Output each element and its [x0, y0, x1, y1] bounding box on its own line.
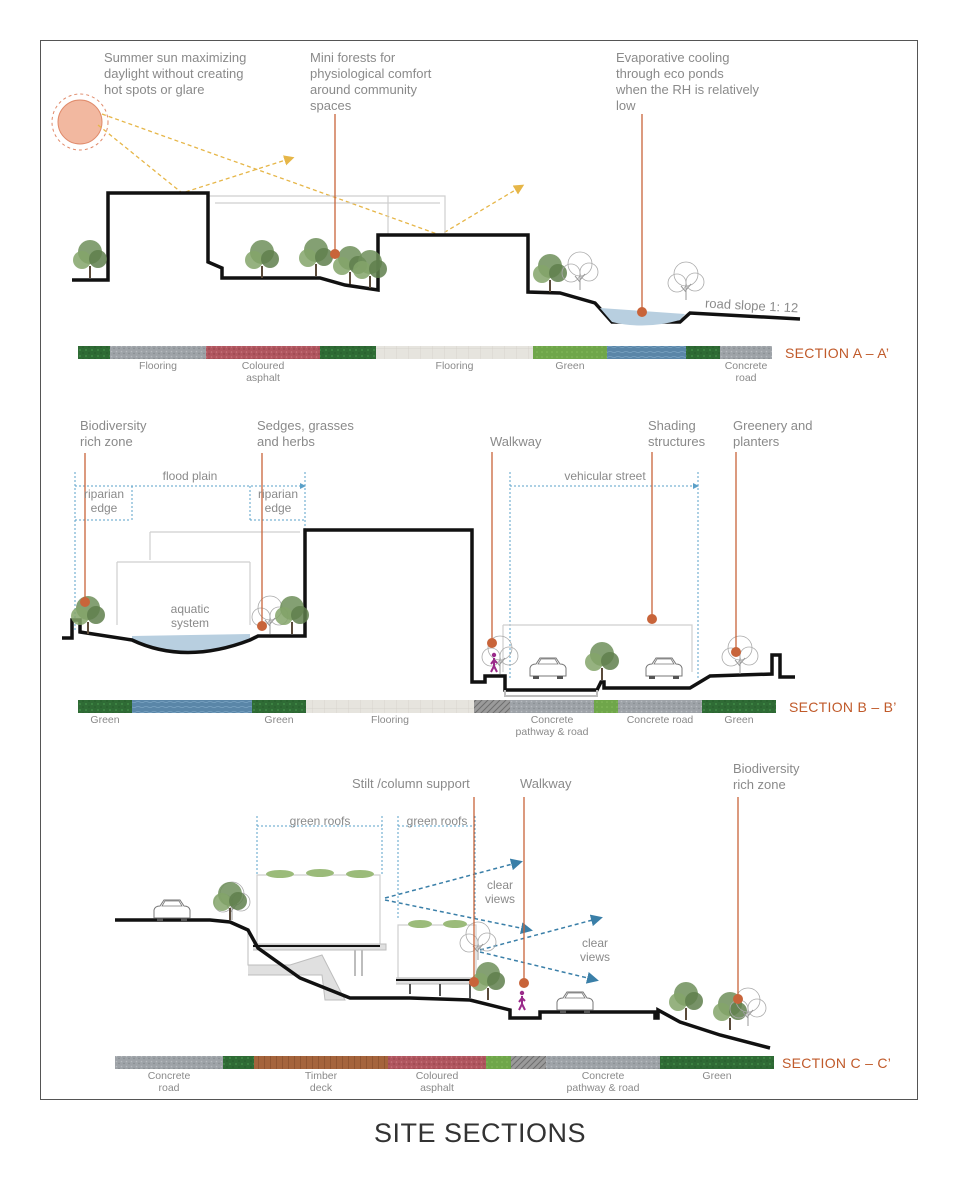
material-swatch-water: [607, 346, 686, 359]
material-label: Concrete pathway & road: [515, 714, 589, 738]
material-swatch-lightgreen: [533, 346, 607, 359]
material-swatch-concrete: [546, 1056, 660, 1069]
material-swatch-green: [252, 700, 306, 713]
dimension-vehicular-street: vehicular street: [564, 469, 646, 483]
section-c-material-strip: [115, 1056, 774, 1069]
drawing-frame: [40, 40, 918, 1100]
material-label: Green: [90, 714, 120, 726]
annotation-biodiversity-zone-c: Biodiversity rich zone: [733, 761, 800, 792]
material-label: Timber deck: [304, 1070, 338, 1094]
material-label: Green: [264, 714, 294, 726]
section-c-ground-line: [115, 918, 771, 1050]
annotation-stilt-column: Stilt /column support: [352, 776, 470, 791]
annotation-mini-forests: Mini forests for physiological comfort a…: [310, 50, 432, 113]
dimension-riparian-edge-right: riparian edge: [257, 487, 299, 515]
material-swatch-green: [702, 700, 776, 713]
material-label: Flooring: [435, 360, 474, 372]
material-label: Flooring: [371, 714, 409, 726]
material-swatch-flooring: [306, 700, 474, 713]
annotation-summer-sun: Summer sun maximizing daylight without c…: [104, 50, 247, 97]
dimension-green-roofs-1: green roofs: [289, 814, 351, 828]
material-swatch-asphalt: [388, 1056, 486, 1069]
section-a-ground-line: [72, 191, 801, 324]
material-swatch-lightgreen: [486, 1056, 511, 1069]
section-b-ground-line: [62, 528, 795, 692]
dimension-flood-plain: flood plain: [162, 469, 218, 483]
material-swatch-green: [78, 700, 132, 713]
material-label: Coloured asphalt: [415, 1070, 459, 1094]
material-swatch-pattern: [474, 700, 510, 713]
material-label: Concrete road: [147, 1070, 191, 1094]
material-swatch-green: [660, 1056, 774, 1069]
section-a-drawing: [51, 93, 801, 359]
material-swatch-green: [686, 346, 720, 359]
section-c-label: SECTION C – C’: [782, 1055, 892, 1071]
section-b-drawing: [62, 452, 795, 713]
annotation-greenery-planters: Greenery and planters: [733, 418, 813, 449]
annotation-walkway-c: Walkway: [520, 776, 572, 791]
material-swatch-timber: [254, 1056, 388, 1069]
note-clear-views-2: clear views: [579, 936, 610, 964]
material-swatch-lightgreen: [594, 700, 618, 713]
material-swatch-flooring: [376, 346, 533, 359]
section-a-label: SECTION A – A’: [785, 345, 890, 361]
material-swatch-green: [78, 346, 110, 359]
material-label: Flooring: [139, 360, 177, 372]
page-title: SITE SECTIONS: [373, 1118, 587, 1148]
annotation-shading-structures: Shading structures: [648, 418, 706, 449]
material-swatch-green: [320, 346, 376, 359]
sun-ray-arrows: [97, 113, 525, 236]
annotation-walkway-b: Walkway: [490, 434, 542, 449]
material-swatch-concrete: [110, 346, 206, 359]
section-a-material-strip: [78, 346, 772, 359]
dimension-green-roofs-2: green roofs: [406, 814, 468, 828]
note-aquatic-system: aquatic system: [170, 602, 210, 630]
material-label: Concrete road: [626, 714, 694, 726]
material-label: Concrete pathway & road: [566, 1070, 640, 1094]
dimension-riparian-edge-left: riparian edge: [83, 487, 125, 515]
section-c-drawing: [115, 797, 774, 1069]
material-label: Coloured asphalt: [241, 360, 285, 384]
material-swatch-concrete: [510, 700, 594, 713]
material-swatch-concrete: [618, 700, 702, 713]
annotation-evaporative-cooling: Evaporative cooling through eco ponds wh…: [616, 50, 760, 113]
note-clear-views-1: clear views: [484, 878, 515, 906]
material-swatch-concrete: [115, 1056, 223, 1069]
section-b-material-strip: [78, 700, 776, 713]
material-swatch-pattern: [511, 1056, 546, 1069]
material-swatch-concrete: [720, 346, 772, 359]
material-swatch-asphalt: [206, 346, 320, 359]
sun-icon: [57, 99, 103, 145]
section-b-label: SECTION B – B’: [789, 699, 897, 715]
annotation-biodiversity-zone-b: Biodiversity rich zone: [80, 418, 147, 449]
material-swatch-water: [132, 700, 252, 713]
material-label: Concrete road: [724, 360, 768, 384]
material-swatch-green: [223, 1056, 254, 1069]
material-label: Green: [555, 360, 585, 372]
material-label: Green: [724, 714, 754, 726]
annotation-sedges-grasses: Sedges, grasses and herbs: [257, 418, 354, 449]
section-a-leaders: [334, 114, 643, 312]
material-label: Green: [702, 1070, 732, 1082]
